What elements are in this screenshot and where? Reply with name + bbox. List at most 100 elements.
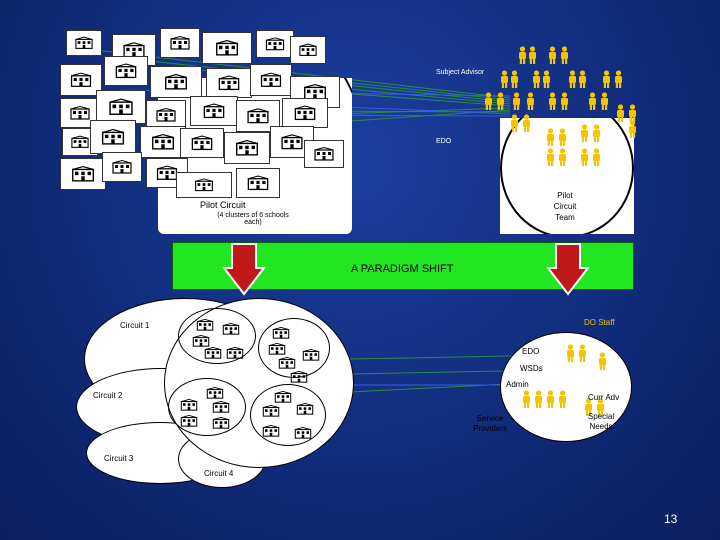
person-icon bbox=[534, 390, 543, 413]
person-icon bbox=[510, 114, 519, 137]
school-icon bbox=[222, 322, 240, 335]
school-icon bbox=[226, 346, 244, 359]
school-icon bbox=[296, 402, 314, 415]
person-icon bbox=[526, 92, 535, 115]
pilot-circuit-label: Pilot Circuit bbox=[200, 200, 246, 210]
person-icon bbox=[602, 70, 611, 93]
school-icon bbox=[60, 98, 100, 128]
school-icon bbox=[60, 64, 102, 96]
person-icon bbox=[578, 344, 587, 367]
school-icon bbox=[176, 172, 232, 198]
person-icon bbox=[542, 70, 551, 93]
person-icon bbox=[546, 148, 555, 171]
person-icon bbox=[592, 148, 601, 171]
school-icon bbox=[250, 64, 292, 96]
person-icon bbox=[548, 92, 557, 115]
person-icon bbox=[512, 92, 521, 115]
down-arrow-right bbox=[546, 243, 590, 296]
curr-adv-label: Curr Adv bbox=[588, 393, 620, 402]
person-icon bbox=[584, 398, 593, 421]
school-icon bbox=[140, 126, 186, 158]
school-icon bbox=[206, 68, 252, 98]
admin-label: Admin bbox=[506, 380, 529, 389]
person-icon bbox=[546, 390, 555, 413]
person-icon bbox=[616, 104, 625, 127]
school-icon bbox=[290, 370, 308, 383]
service-providers-line: Service bbox=[476, 414, 504, 423]
cluster-circle bbox=[168, 378, 246, 436]
person-icon bbox=[580, 124, 589, 147]
pilot-team-label-line: Circuit bbox=[553, 202, 577, 211]
school-icon bbox=[256, 30, 294, 58]
person-icon bbox=[558, 128, 567, 151]
school-icon bbox=[180, 398, 198, 411]
person-icon bbox=[522, 390, 531, 413]
banner-text: A PARADIGM SHIFT bbox=[351, 263, 454, 275]
school-icon bbox=[262, 404, 280, 417]
person-icon bbox=[568, 70, 577, 93]
edo-label-top: EDO bbox=[436, 138, 452, 145]
person-icon bbox=[588, 92, 597, 115]
school-icon bbox=[196, 318, 214, 331]
service-providers-line: Providers bbox=[473, 424, 507, 433]
person-icon bbox=[522, 114, 531, 137]
school-icon bbox=[302, 348, 320, 361]
special-needs-line: Needs bbox=[589, 422, 613, 431]
school-icon bbox=[282, 98, 328, 128]
person-icon bbox=[628, 120, 637, 143]
school-icon bbox=[272, 326, 290, 339]
person-icon bbox=[560, 46, 569, 69]
person-icon bbox=[558, 148, 567, 171]
school-icon bbox=[104, 56, 148, 86]
special-needs-label: Special Needs bbox=[584, 412, 618, 432]
person-icon bbox=[600, 92, 609, 115]
person-icon bbox=[518, 46, 527, 69]
school-icon bbox=[102, 152, 142, 182]
person-icon bbox=[558, 390, 567, 413]
page-number: 13 bbox=[664, 512, 678, 526]
school-icon bbox=[66, 30, 102, 56]
pilot-team-label-line: Team bbox=[555, 213, 575, 222]
person-icon bbox=[510, 70, 519, 93]
school-icon bbox=[212, 416, 230, 429]
school-icon bbox=[150, 66, 202, 98]
school-icon bbox=[304, 140, 344, 168]
person-icon bbox=[532, 70, 541, 93]
school-icon bbox=[268, 342, 286, 355]
person-icon bbox=[628, 104, 637, 127]
school-icon bbox=[212, 400, 230, 413]
school-icon bbox=[160, 28, 200, 58]
circuit-4-label: Circuit 4 bbox=[204, 469, 234, 478]
service-providers-label: Service Providers bbox=[470, 414, 510, 434]
person-icon bbox=[546, 128, 555, 151]
pilot-team-label: Pilot Circuit Team bbox=[540, 190, 590, 223]
school-icon bbox=[278, 356, 296, 369]
subject-advisor-label: Subject Advisor bbox=[436, 69, 485, 76]
cluster-circle bbox=[178, 308, 256, 364]
person-icon bbox=[566, 344, 575, 367]
school-icon bbox=[90, 120, 136, 154]
circuit-3-label: Circuit 3 bbox=[104, 454, 134, 463]
school-icon bbox=[190, 96, 238, 126]
person-icon bbox=[592, 124, 601, 147]
school-icon bbox=[236, 168, 280, 198]
person-icon bbox=[560, 92, 569, 115]
special-needs-line: Special bbox=[587, 412, 615, 421]
wsds-label: WSDs bbox=[520, 364, 543, 373]
school-icon bbox=[202, 32, 252, 64]
school-icon bbox=[60, 158, 106, 190]
pilot-team-box bbox=[500, 118, 634, 234]
edo-label-bottom: EDO bbox=[522, 347, 540, 356]
circuit-2-label: Circuit 2 bbox=[93, 391, 123, 400]
school-icon bbox=[262, 424, 280, 437]
pilot-circuit-note: (4 clusters of 6 schools each) bbox=[217, 212, 289, 226]
person-icon bbox=[548, 46, 557, 69]
person-icon bbox=[580, 148, 589, 171]
person-icon bbox=[598, 352, 607, 375]
person-icon bbox=[528, 46, 537, 69]
school-icon bbox=[294, 426, 312, 439]
school-icon bbox=[96, 90, 146, 124]
school-icon bbox=[192, 334, 210, 347]
school-icon bbox=[204, 346, 222, 359]
school-icon bbox=[224, 132, 270, 164]
